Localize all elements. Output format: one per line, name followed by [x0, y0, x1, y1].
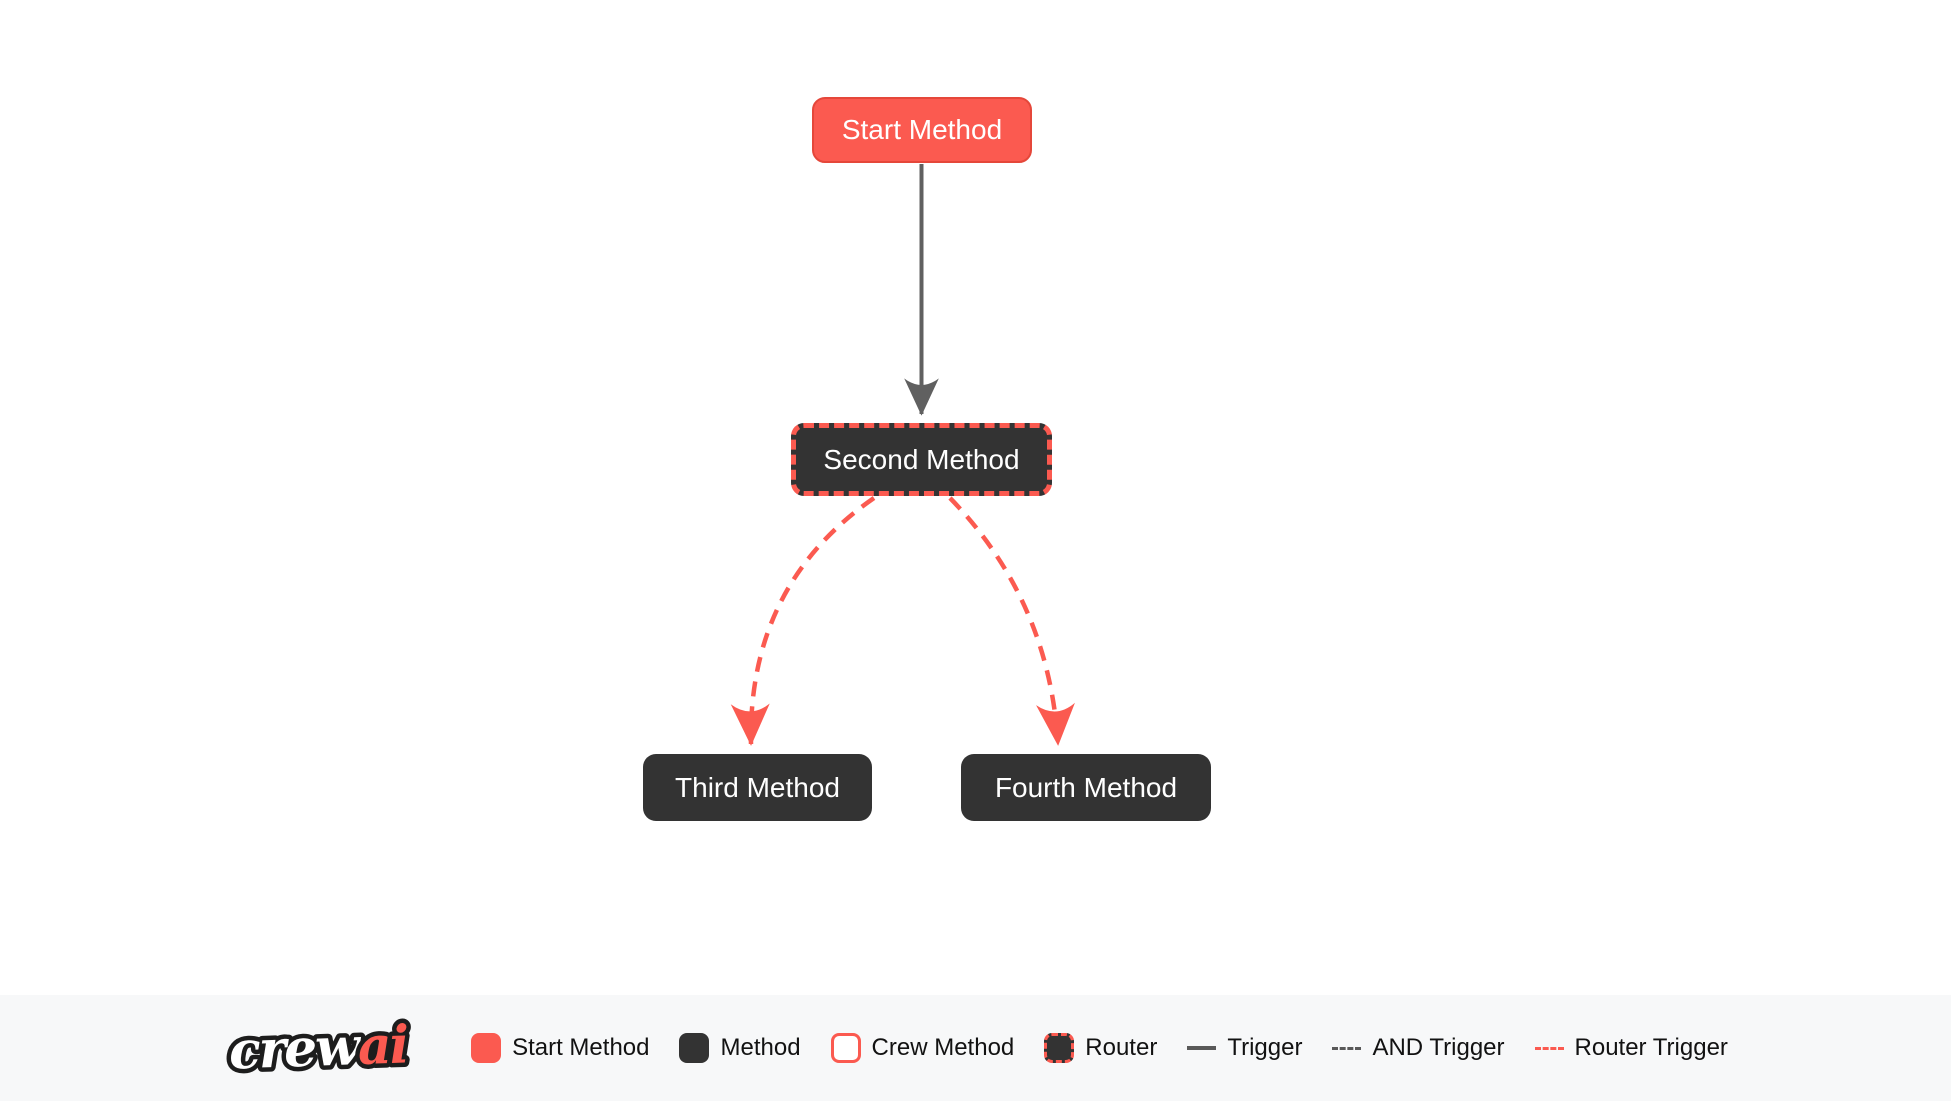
legend-label: Start Method: [512, 1034, 650, 1061]
and-trigger-line-icon: [1332, 1046, 1362, 1050]
legend-label: Router Trigger: [1574, 1034, 1728, 1061]
legend-bar: crewai Start Method Method Crew Method R…: [0, 995, 1951, 1101]
legend-label: Method: [720, 1034, 801, 1061]
legend-item-start-method: Start Method: [471, 1033, 649, 1063]
node-third-method-label: Third Method: [675, 771, 840, 803]
legend-item-method: Method: [679, 1033, 801, 1063]
legend-item-router-trigger: Router Trigger: [1534, 1034, 1728, 1062]
legend-label: Router: [1085, 1034, 1158, 1061]
node-third-method[interactable]: Third Method: [643, 754, 872, 821]
crew-method-swatch-icon: [830, 1033, 861, 1063]
svg-text:crewai: crewai: [228, 1014, 409, 1081]
legend-item-and-trigger: AND Trigger: [1332, 1034, 1505, 1062]
node-fourth-method-label: Fourth Method: [994, 771, 1178, 803]
logo-ai-text: ai: [357, 1014, 409, 1077]
start-method-swatch-icon: [471, 1033, 502, 1063]
legend-label: AND Trigger: [1372, 1034, 1505, 1061]
crewai-logo: crewai: [224, 1010, 414, 1086]
router-trigger-line-icon: [1534, 1046, 1564, 1050]
node-fourth-method[interactable]: Fourth Method: [961, 754, 1211, 821]
legend-item-crew-method: Crew Method: [830, 1033, 1015, 1063]
node-start-method[interactable]: Start Method: [812, 97, 1032, 163]
node-start-method-label: Start Method: [841, 114, 1003, 145]
logo-crew-text: crew: [228, 1016, 363, 1082]
edge-router-trigger-second-to-fourth: [948, 496, 1075, 746]
legend-item-trigger: Trigger: [1187, 1034, 1302, 1062]
method-swatch-icon: [679, 1033, 710, 1063]
trigger-line-icon: [1187, 1046, 1217, 1050]
legend-item-router: Router: [1044, 1033, 1157, 1063]
legend-label: Trigger: [1227, 1034, 1303, 1061]
legend-label: Crew Method: [871, 1034, 1015, 1061]
edge-router-trigger-second-to-third: [730, 496, 876, 746]
node-second-method-router[interactable]: Second Method: [791, 423, 1052, 496]
router-swatch-icon: [1044, 1033, 1075, 1063]
node-second-method-label: Second Method: [823, 443, 1020, 475]
